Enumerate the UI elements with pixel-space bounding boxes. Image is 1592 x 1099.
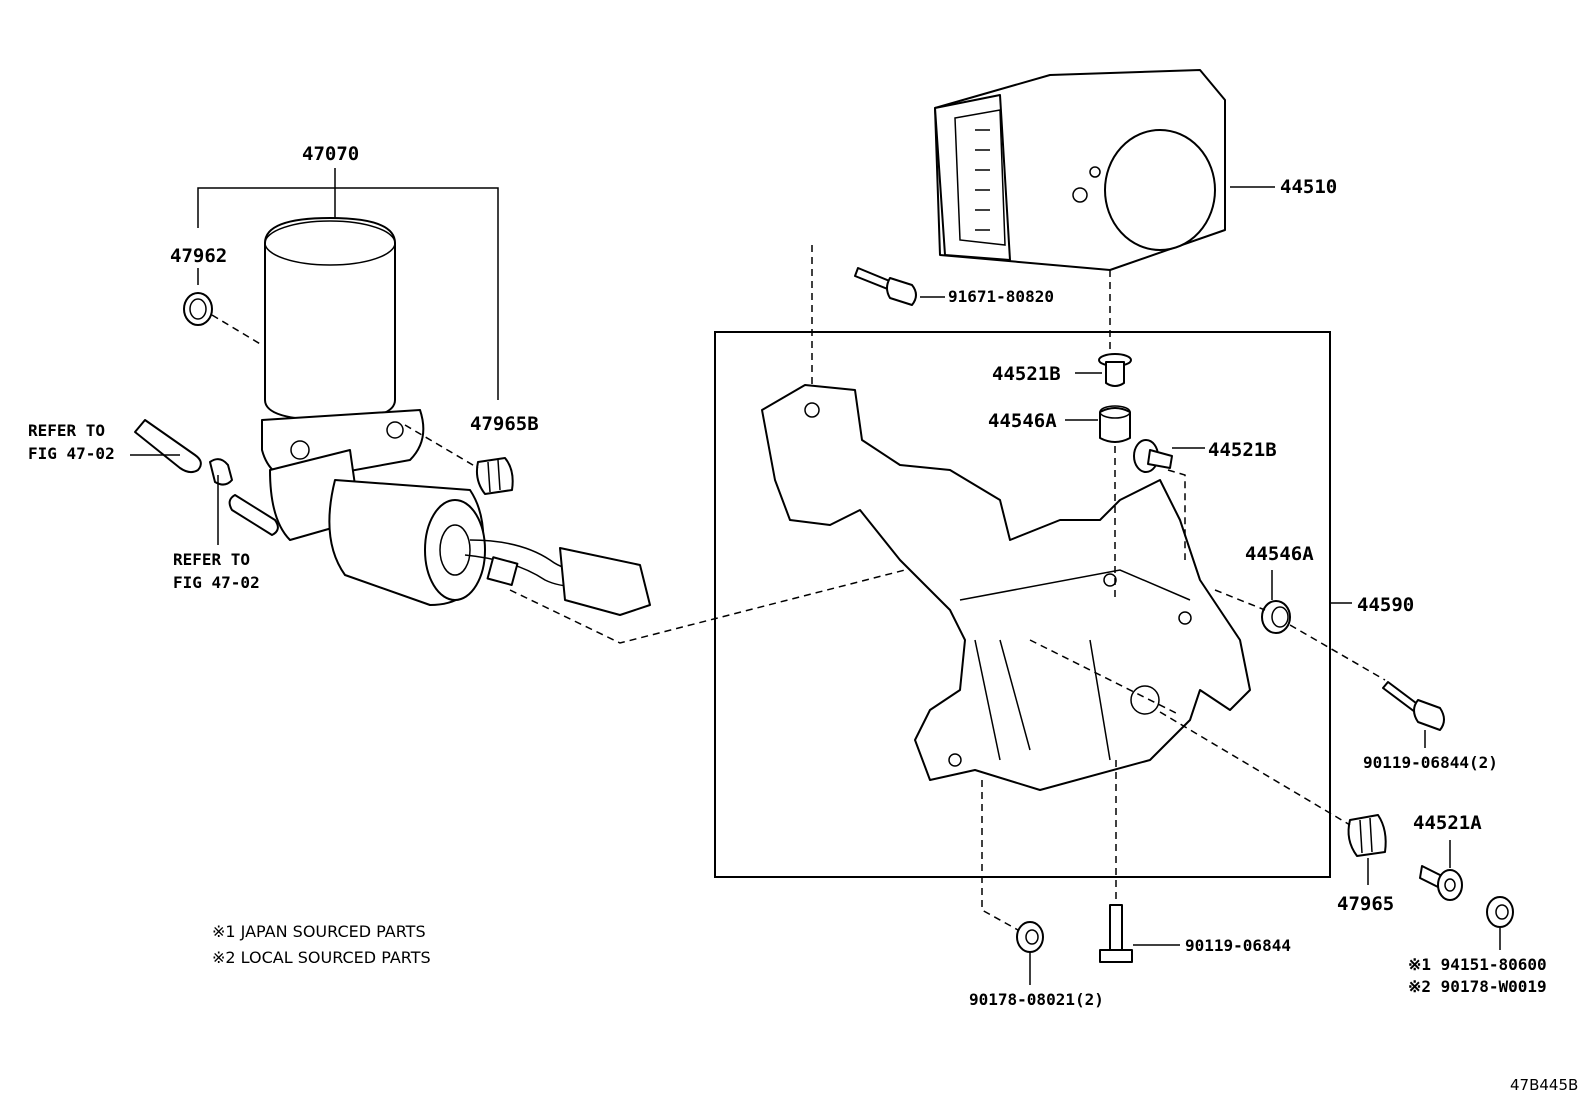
label-44590: 44590 [1357,594,1414,616]
pump-motor [328,479,486,606]
label-44521b-right: 44521B [1208,439,1277,461]
o-ring-47962 [183,292,213,326]
insulator-44546a-top [1065,405,1131,443]
bolt-90119-06844-2 [1382,681,1445,748]
legend-local-sourced: ※2 LOCAL SOURCED PARTS [212,948,431,967]
brake-actuator-44510 [934,69,1275,271]
label-47070: 47070 [302,143,359,165]
label-44521b-top: 44521B [992,363,1061,385]
hose-pipe [134,419,202,474]
label-47965: 47965 [1337,893,1394,915]
refer-note-2-line1: REFER TO [173,550,250,569]
label-47965b: 47965B [470,413,539,435]
cushion-47965 [1347,814,1387,885]
figure-code: 47B445B [1510,1076,1578,1094]
motor-harness [464,539,651,616]
nut-90178-08021 [1016,921,1044,985]
label-44546a-top: 44546A [988,410,1057,432]
accumulator-cylinder [264,217,396,421]
label-91671-80820: 91671-80820 [948,287,1054,306]
label-44521a: 44521A [1413,812,1482,834]
refer-note-2-line2: FIG 47-02 [173,573,260,592]
insulator-44546a-right [1261,570,1291,634]
bracket-44590 [761,384,1251,791]
legend-japan-sourced: ※1 JAPAN SOURCED PARTS [212,922,426,941]
pump-motor-assembly [130,168,906,644]
grommet-44521b-right [1133,439,1205,473]
label-90178-w0019: ※2 90178-W0019 [1408,977,1547,996]
cushion-47965b [475,457,514,495]
hose-clip [209,458,233,486]
actuator-connector-pins [975,129,990,231]
nut-94151-80600 [1486,896,1514,950]
refer-note-1-line1: REFER TO [28,421,105,440]
bolt-90119-06844 [1099,904,1180,963]
refer-note-1-line2: FIG 47-02 [28,444,115,463]
label-90119-06844-2: 90119-06844(2) [1363,753,1498,772]
label-94151-80600: ※1 94151-80600 [1408,955,1547,974]
collar-44521a [1419,840,1463,901]
bracket-subassembly-box [714,331,1331,878]
label-47962: 47962 [170,245,227,267]
grommet-44521b-top [1075,353,1132,387]
label-90119-06844: 90119-06844 [1185,936,1291,955]
bolt-91671-80820 [854,267,945,306]
label-44510: 44510 [1280,176,1337,198]
label-90178-08021: 90178-08021(2) [969,990,1104,1009]
label-44546a-right: 44546A [1245,543,1314,565]
pump-inlet-fitting [228,494,279,536]
